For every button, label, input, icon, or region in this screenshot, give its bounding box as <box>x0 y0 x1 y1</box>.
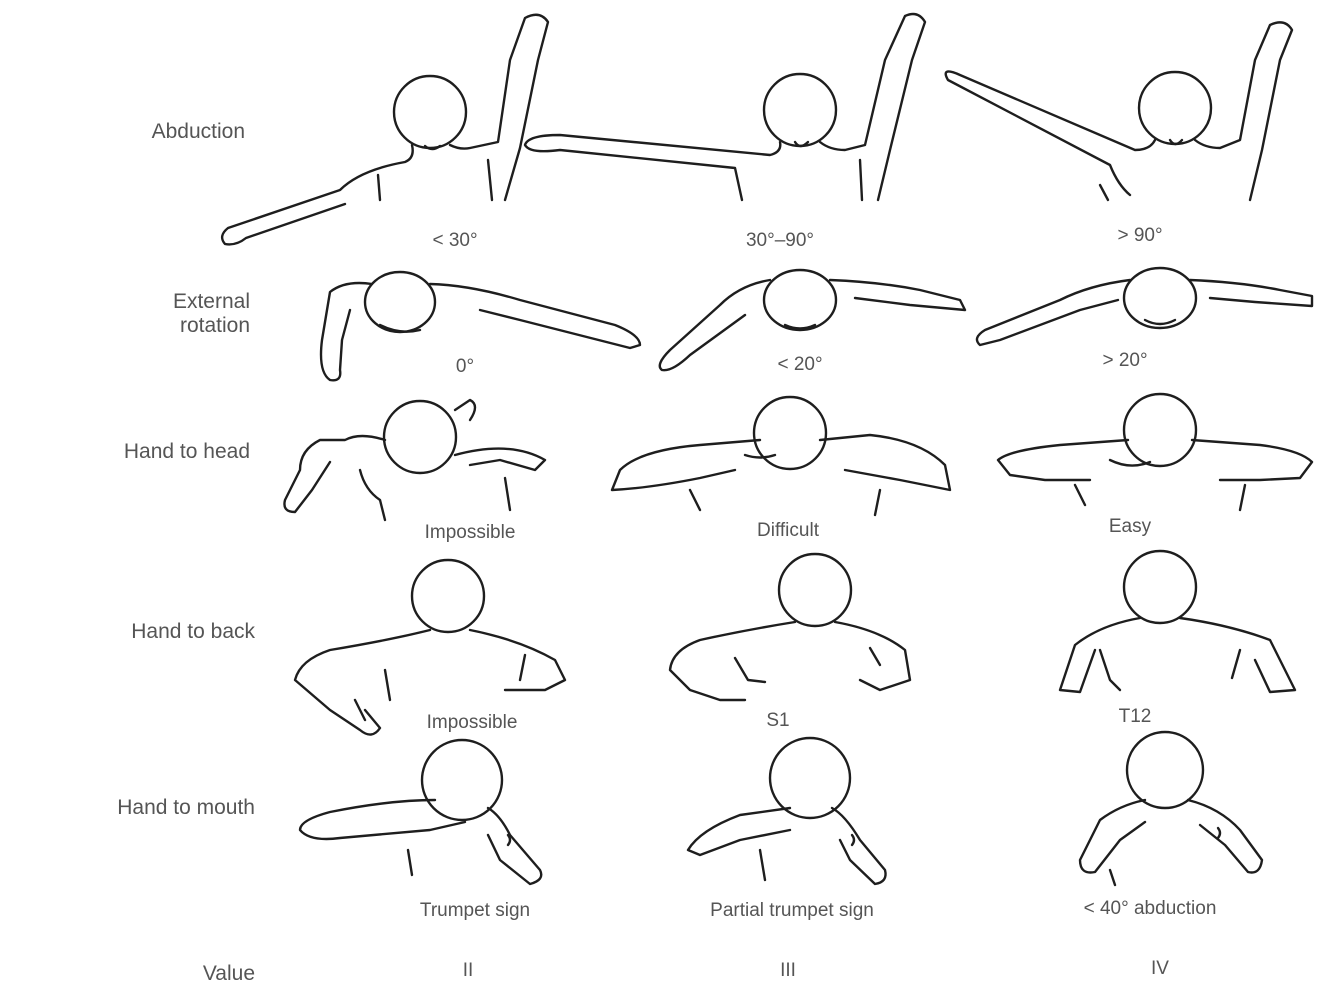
figure-back-t12 <box>1060 551 1295 692</box>
figure-abduction-lt30 <box>222 15 548 245</box>
figure-back-impossible <box>295 560 565 735</box>
figure-mouth-lt40 <box>1080 732 1262 885</box>
figure-extrot-0 <box>321 272 640 380</box>
figure-head-difficult <box>612 397 950 515</box>
figure-abduction-gt90 <box>946 22 1292 200</box>
figure-mouth-trumpet <box>300 740 541 884</box>
figure-extrot-lt20 <box>660 270 965 370</box>
figure-head-easy <box>998 394 1312 510</box>
figure-extrot-gt20 <box>977 268 1312 345</box>
figure-abduction-30-90 <box>525 14 925 200</box>
figure-mouth-partial-trumpet <box>688 738 886 884</box>
figure-head-impossible <box>284 400 545 520</box>
figure-back-s1 <box>670 554 910 700</box>
